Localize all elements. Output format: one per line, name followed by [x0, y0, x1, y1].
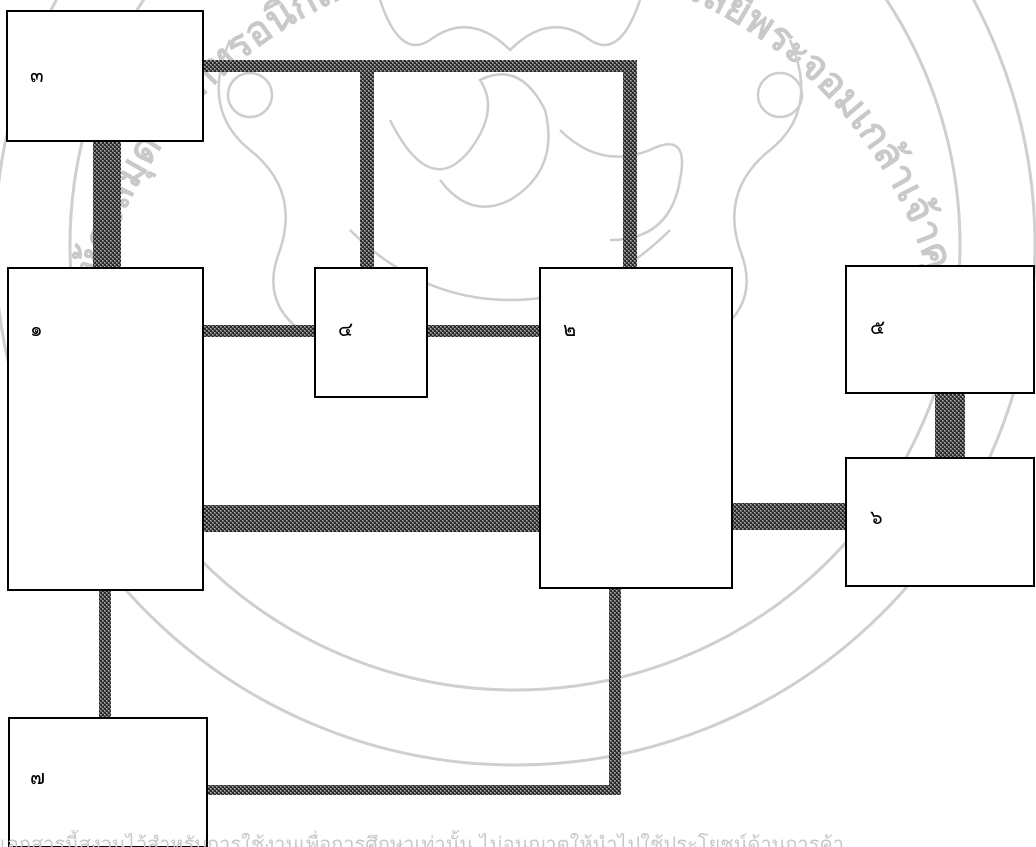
- box-5: ๕: [846, 266, 1034, 393]
- box-3-label: ๓: [30, 63, 44, 87]
- box-5-label: ๕: [870, 315, 885, 339]
- box-1: ๑: [8, 268, 203, 590]
- connector-1-to-2: [203, 505, 540, 532]
- connector-3-to-4-and-2-top: [203, 60, 637, 72]
- footer-watermark-text: เอกสารนี้สงวนไว้สำหรับการใช้งานเพื่อการศ…: [0, 828, 1036, 847]
- connector-5-to-6: [935, 393, 965, 458]
- box-4-label: ๔: [338, 317, 353, 341]
- box-7-label: ๗: [30, 765, 45, 789]
- box-4: ๔: [315, 268, 427, 397]
- box-6-label: ๖: [870, 505, 883, 529]
- box-2: ๒: [540, 268, 732, 588]
- connector-3-to-2: [623, 66, 637, 268]
- connector-3-to-1: [93, 140, 121, 268]
- connector-2-to-6: [732, 503, 846, 530]
- box-2-label: ๒: [563, 317, 576, 341]
- connector-4-to-2: [427, 325, 540, 337]
- connector-2-to-7-vertical: [609, 588, 621, 790]
- box-3: ๓: [7, 11, 203, 141]
- connector-1-to-4: [203, 325, 315, 337]
- box-1-label: ๑: [30, 317, 43, 341]
- connector-1-to-7: [99, 590, 111, 718]
- connector-3-to-4: [360, 66, 374, 268]
- connector-2-to-7-horizontal: [207, 785, 621, 795]
- diagram-connectors: [93, 60, 965, 795]
- box-6: ๖: [846, 458, 1034, 586]
